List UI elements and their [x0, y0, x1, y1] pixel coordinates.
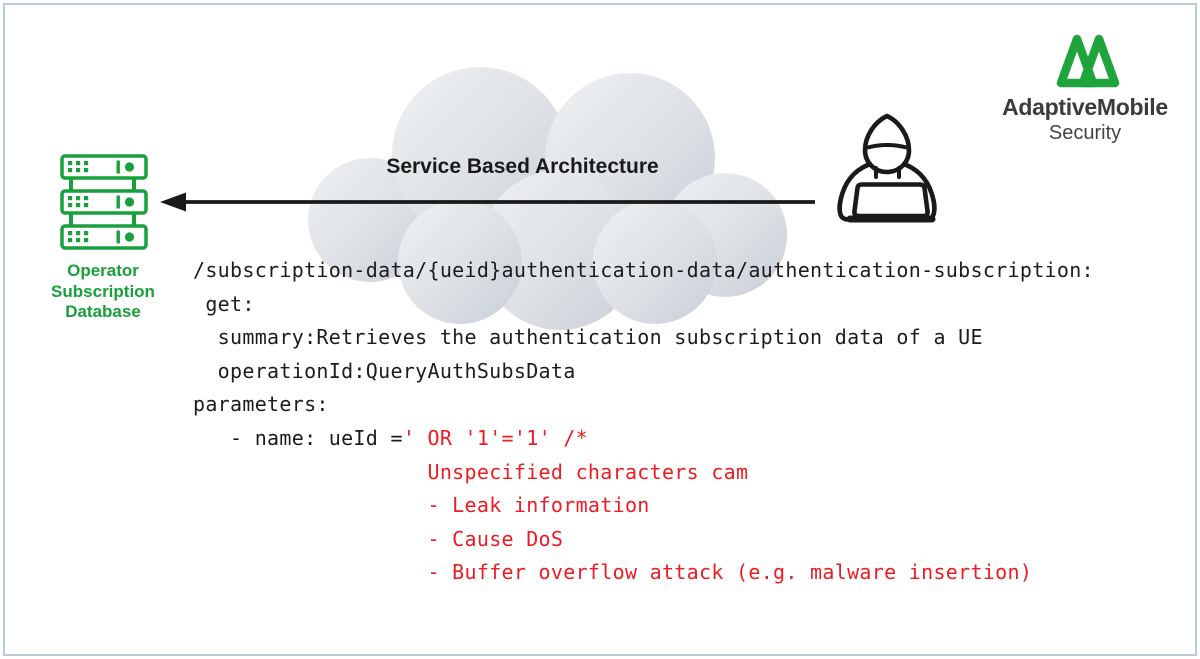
code-text — [193, 493, 427, 517]
code-highlight: - Cause DoS — [427, 526, 564, 551]
code-highlight: - Buffer overflow attack (e.g. malware i… — [427, 560, 1033, 585]
code-line: /subscription-data/{ueid}authentication-… — [193, 254, 1094, 288]
code-line: get: — [193, 288, 1094, 322]
code-text: /subscription-data/{ueid}authentication-… — [193, 258, 1094, 282]
code-text — [193, 527, 427, 551]
hacker-laptop-icon — [837, 113, 937, 223]
code-line: parameters: — [193, 388, 1094, 422]
code-text: get: — [193, 291, 255, 316]
database-label: Operator Subscription Database — [23, 261, 183, 323]
brand-name: AdaptiveMobile — [1002, 94, 1168, 120]
database-label-line: Database — [65, 302, 141, 321]
attack-arrow-icon — [160, 192, 815, 212]
code-highlight: ' OR '1'='1' /* — [402, 425, 588, 450]
code-text: parameters: — [193, 392, 329, 417]
code-line: - Cause DoS — [193, 523, 1094, 557]
code-line: summary:Retrieves the authentication sub… — [193, 321, 1094, 355]
code-line: Unspecified characters cam — [193, 456, 1094, 490]
code-highlight: Unspecified characters cam — [427, 459, 749, 484]
database-label-line: Subscription — [51, 281, 155, 301]
code-text: operationId:QueryAuthSubsData — [193, 358, 576, 383]
database-label-line: Operator — [67, 261, 139, 280]
code-highlight: - Leak information — [427, 493, 650, 518]
database-server-icon — [60, 154, 148, 250]
brand-subname: Security — [1048, 122, 1122, 144]
brand-logo: AdaptiveMobile Security — [995, 30, 1175, 145]
code-line: operationId:QueryAuthSubsData — [193, 355, 1094, 389]
code-line: - Leak information — [193, 489, 1094, 523]
code-line: - name: ueId =' OR '1'='1' /* — [193, 422, 1094, 456]
code-block: /subscription-data/{ueid}authentication-… — [193, 254, 1094, 590]
cloud-title: Service Based Architecture — [386, 155, 659, 178]
code-text — [193, 560, 427, 584]
code-text: summary:Retrieves the authentication sub… — [193, 325, 983, 350]
code-text — [193, 460, 427, 484]
code-line: - Buffer overflow attack (e.g. malware i… — [193, 556, 1094, 590]
code-text: - name: ueId = — [193, 425, 403, 450]
adaptivemobile-logo-icon — [1056, 34, 1120, 88]
